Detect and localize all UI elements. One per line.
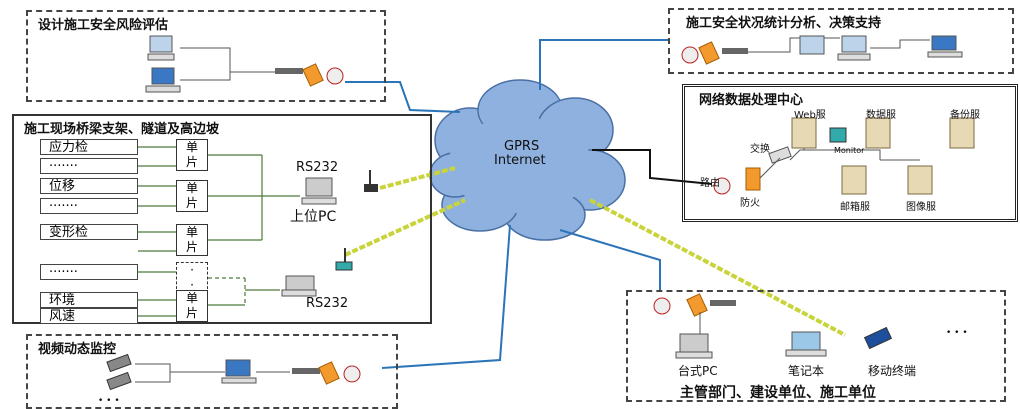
monitor-label: Monitor — [834, 146, 865, 155]
design-risk-panel: 设计施工安全风险评估 — [26, 10, 386, 102]
mcu-chip-2: 单 片 — [176, 180, 208, 212]
desktop-pc-label: 台式PC — [678, 364, 718, 378]
upper-pc-label: 上位PC — [290, 209, 337, 225]
stats-devices — [681, 35, 963, 65]
laptop-label: 笔记本 — [788, 364, 825, 378]
construction-site-panel: 施工现场桥梁支架、隧道及高边坡 — [12, 114, 432, 324]
design-risk-title: 设计施工安全风险评估 — [38, 18, 169, 33]
rs232-top-label: RS232 — [296, 160, 339, 175]
mcu-chip-placeholder: · · — [176, 262, 208, 294]
image-server-label: 图像服 — [906, 202, 936, 213]
units-more-dots: • • • — [946, 328, 968, 338]
sensor-placeholder-1: ······· — [40, 158, 138, 174]
wireless-upper-pc — [379, 166, 456, 190]
data-center-panel: 网络数据处理中心 — [682, 84, 1018, 222]
db-server-label: 数据服 — [866, 110, 896, 121]
link-cloud-video — [381, 224, 511, 369]
firewall-label: 防火 — [740, 198, 760, 209]
sensor-stress: 应力检 — [40, 139, 138, 155]
link-cloud-stats — [539, 39, 668, 90]
sensor-environment: 环境 — [40, 292, 138, 308]
stats-analysis-title: 施工安全状况统计分析、决策支持 — [686, 16, 882, 31]
router-label: 路由 — [700, 178, 720, 189]
site-wiring — [138, 146, 300, 317]
mcu-chip-1: 单 片 — [176, 139, 208, 171]
rs232-bottom-label: RS232 — [306, 296, 349, 311]
sensor-wind-speed: 风速 — [40, 308, 138, 324]
sensor-displacement: 位移 — [40, 178, 138, 194]
video-monitoring-title: 视频动态监控 — [38, 342, 117, 357]
sensor-placeholder-3: ······· — [40, 264, 138, 280]
switch-label: 交换 — [750, 144, 770, 155]
construction-site-title: 施工现场桥梁支架、隧道及高边坡 — [24, 122, 220, 137]
video-monitoring-panel: 视频动态监控 — [26, 334, 398, 409]
units-panel — [626, 290, 1006, 402]
site-devices — [281, 170, 378, 297]
design-devices — [145, 35, 344, 93]
video-devices — [106, 353, 361, 391]
link-cloud-units — [559, 229, 661, 290]
web-server-label: Web服 — [794, 110, 826, 121]
mail-server-label: 邮箱服 — [840, 202, 870, 213]
mcu-chip-4: 单 片 — [176, 290, 208, 322]
mobile-terminal-label: 移动终端 — [868, 364, 917, 378]
video-more-dots: • • • — [98, 396, 120, 406]
link-design-cloud — [345, 81, 461, 113]
datacenter-devices — [713, 117, 975, 195]
units-devices — [653, 293, 893, 359]
cloud-label-internet: Internet — [494, 153, 546, 168]
cloud-label-gprs: GPRS — [504, 139, 540, 154]
units-title: 主管部门、建设单位、施工单位 — [680, 385, 876, 401]
stats-analysis-panel: 施工安全状况统计分析、决策支持 — [668, 8, 1014, 74]
sensor-placeholder-2: ······· — [40, 198, 138, 214]
wireless-rs232-bottom — [344, 198, 466, 257]
wireless-mobile — [589, 198, 846, 337]
sensor-deformation: 变形检 — [40, 224, 138, 240]
backup-server-label: 备份服 — [950, 110, 980, 121]
data-center-title: 网络数据处理中心 — [699, 93, 804, 108]
mcu-chip-3: 单 片 — [176, 224, 208, 256]
link-cloud-datacenter — [592, 149, 713, 185]
